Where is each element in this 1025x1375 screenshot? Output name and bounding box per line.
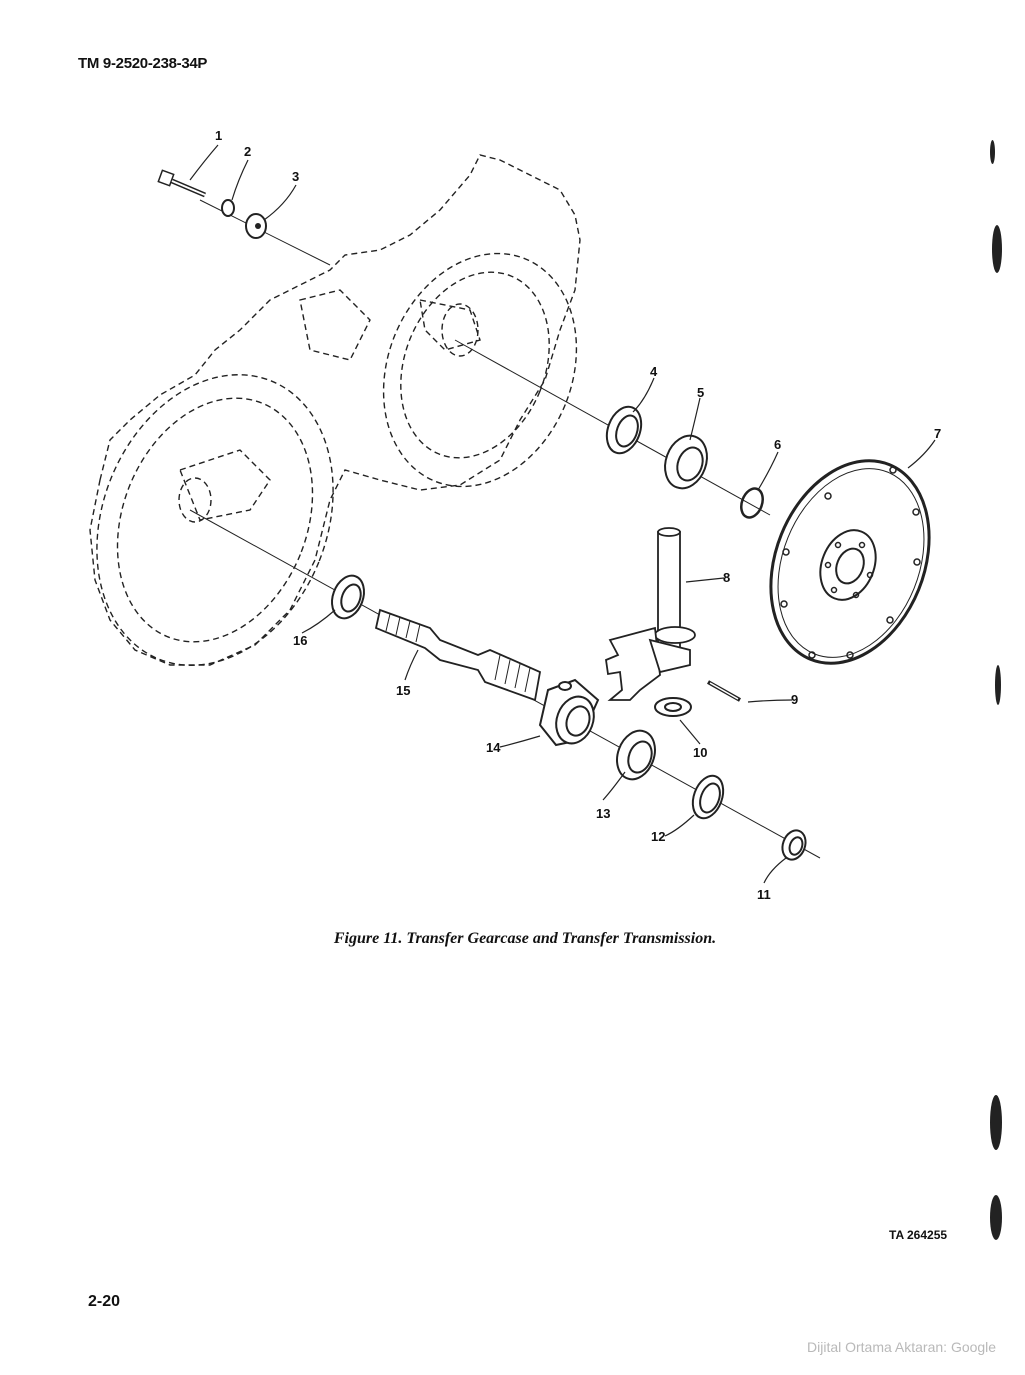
figure-caption: Figure 11. Transfer Gearcase and Transfe… [333,930,717,947]
part-washer [245,213,267,239]
part-collar [538,678,600,747]
part-seal-front [331,574,365,620]
callout-15: 15 [396,683,410,698]
art-number: TA 264255 [889,1228,948,1242]
part-shift-fork [605,527,696,701]
part-bolt [157,169,206,198]
part-snap-ring [740,487,764,519]
part-retaining-ring [781,829,807,861]
callout-11: 11 [757,887,771,902]
front-face-flange [96,374,334,666]
callout-1: 1 [215,128,222,143]
binding-mark [992,225,1002,273]
callout-5: 5 [697,385,704,400]
callout-8: 8 [723,570,730,585]
callout-2: 2 [244,144,251,159]
binding-mark [990,140,995,164]
part-fork-washer [654,697,692,717]
callout-7: 7 [934,426,941,441]
part-spacer [691,774,725,820]
callout-9: 9 [791,692,798,707]
callout-13: 13 [596,806,610,821]
callout-10: 10 [693,745,707,760]
page-number: 2-20 [88,1293,121,1310]
callout-6: 6 [774,437,781,452]
binding-mark [990,1195,1002,1240]
callout-4: 4 [650,364,658,379]
callout-3: 3 [292,169,299,184]
rear-cover-flange [382,252,578,488]
part-flexplate [769,459,931,665]
part-bearing-front [616,729,656,781]
part-seal-rear [605,405,643,455]
gearcase-housing [89,154,581,666]
binding-mark [990,1095,1002,1150]
part-shaft [374,608,542,702]
callout-12: 12 [651,829,665,844]
binding-mark [995,665,1001,705]
document-id: TM 9-2520-238-34P [78,55,208,72]
part-lockwasher [221,199,235,217]
callout-14: 14 [486,740,501,755]
digitizer-watermark: Dijital Ortama Aktaran: Google [807,1339,997,1355]
part-bearing-rear [664,434,708,490]
front-face-inner [116,397,314,643]
rear-cover-inner [400,271,550,459]
callout-16: 16 [293,633,307,648]
